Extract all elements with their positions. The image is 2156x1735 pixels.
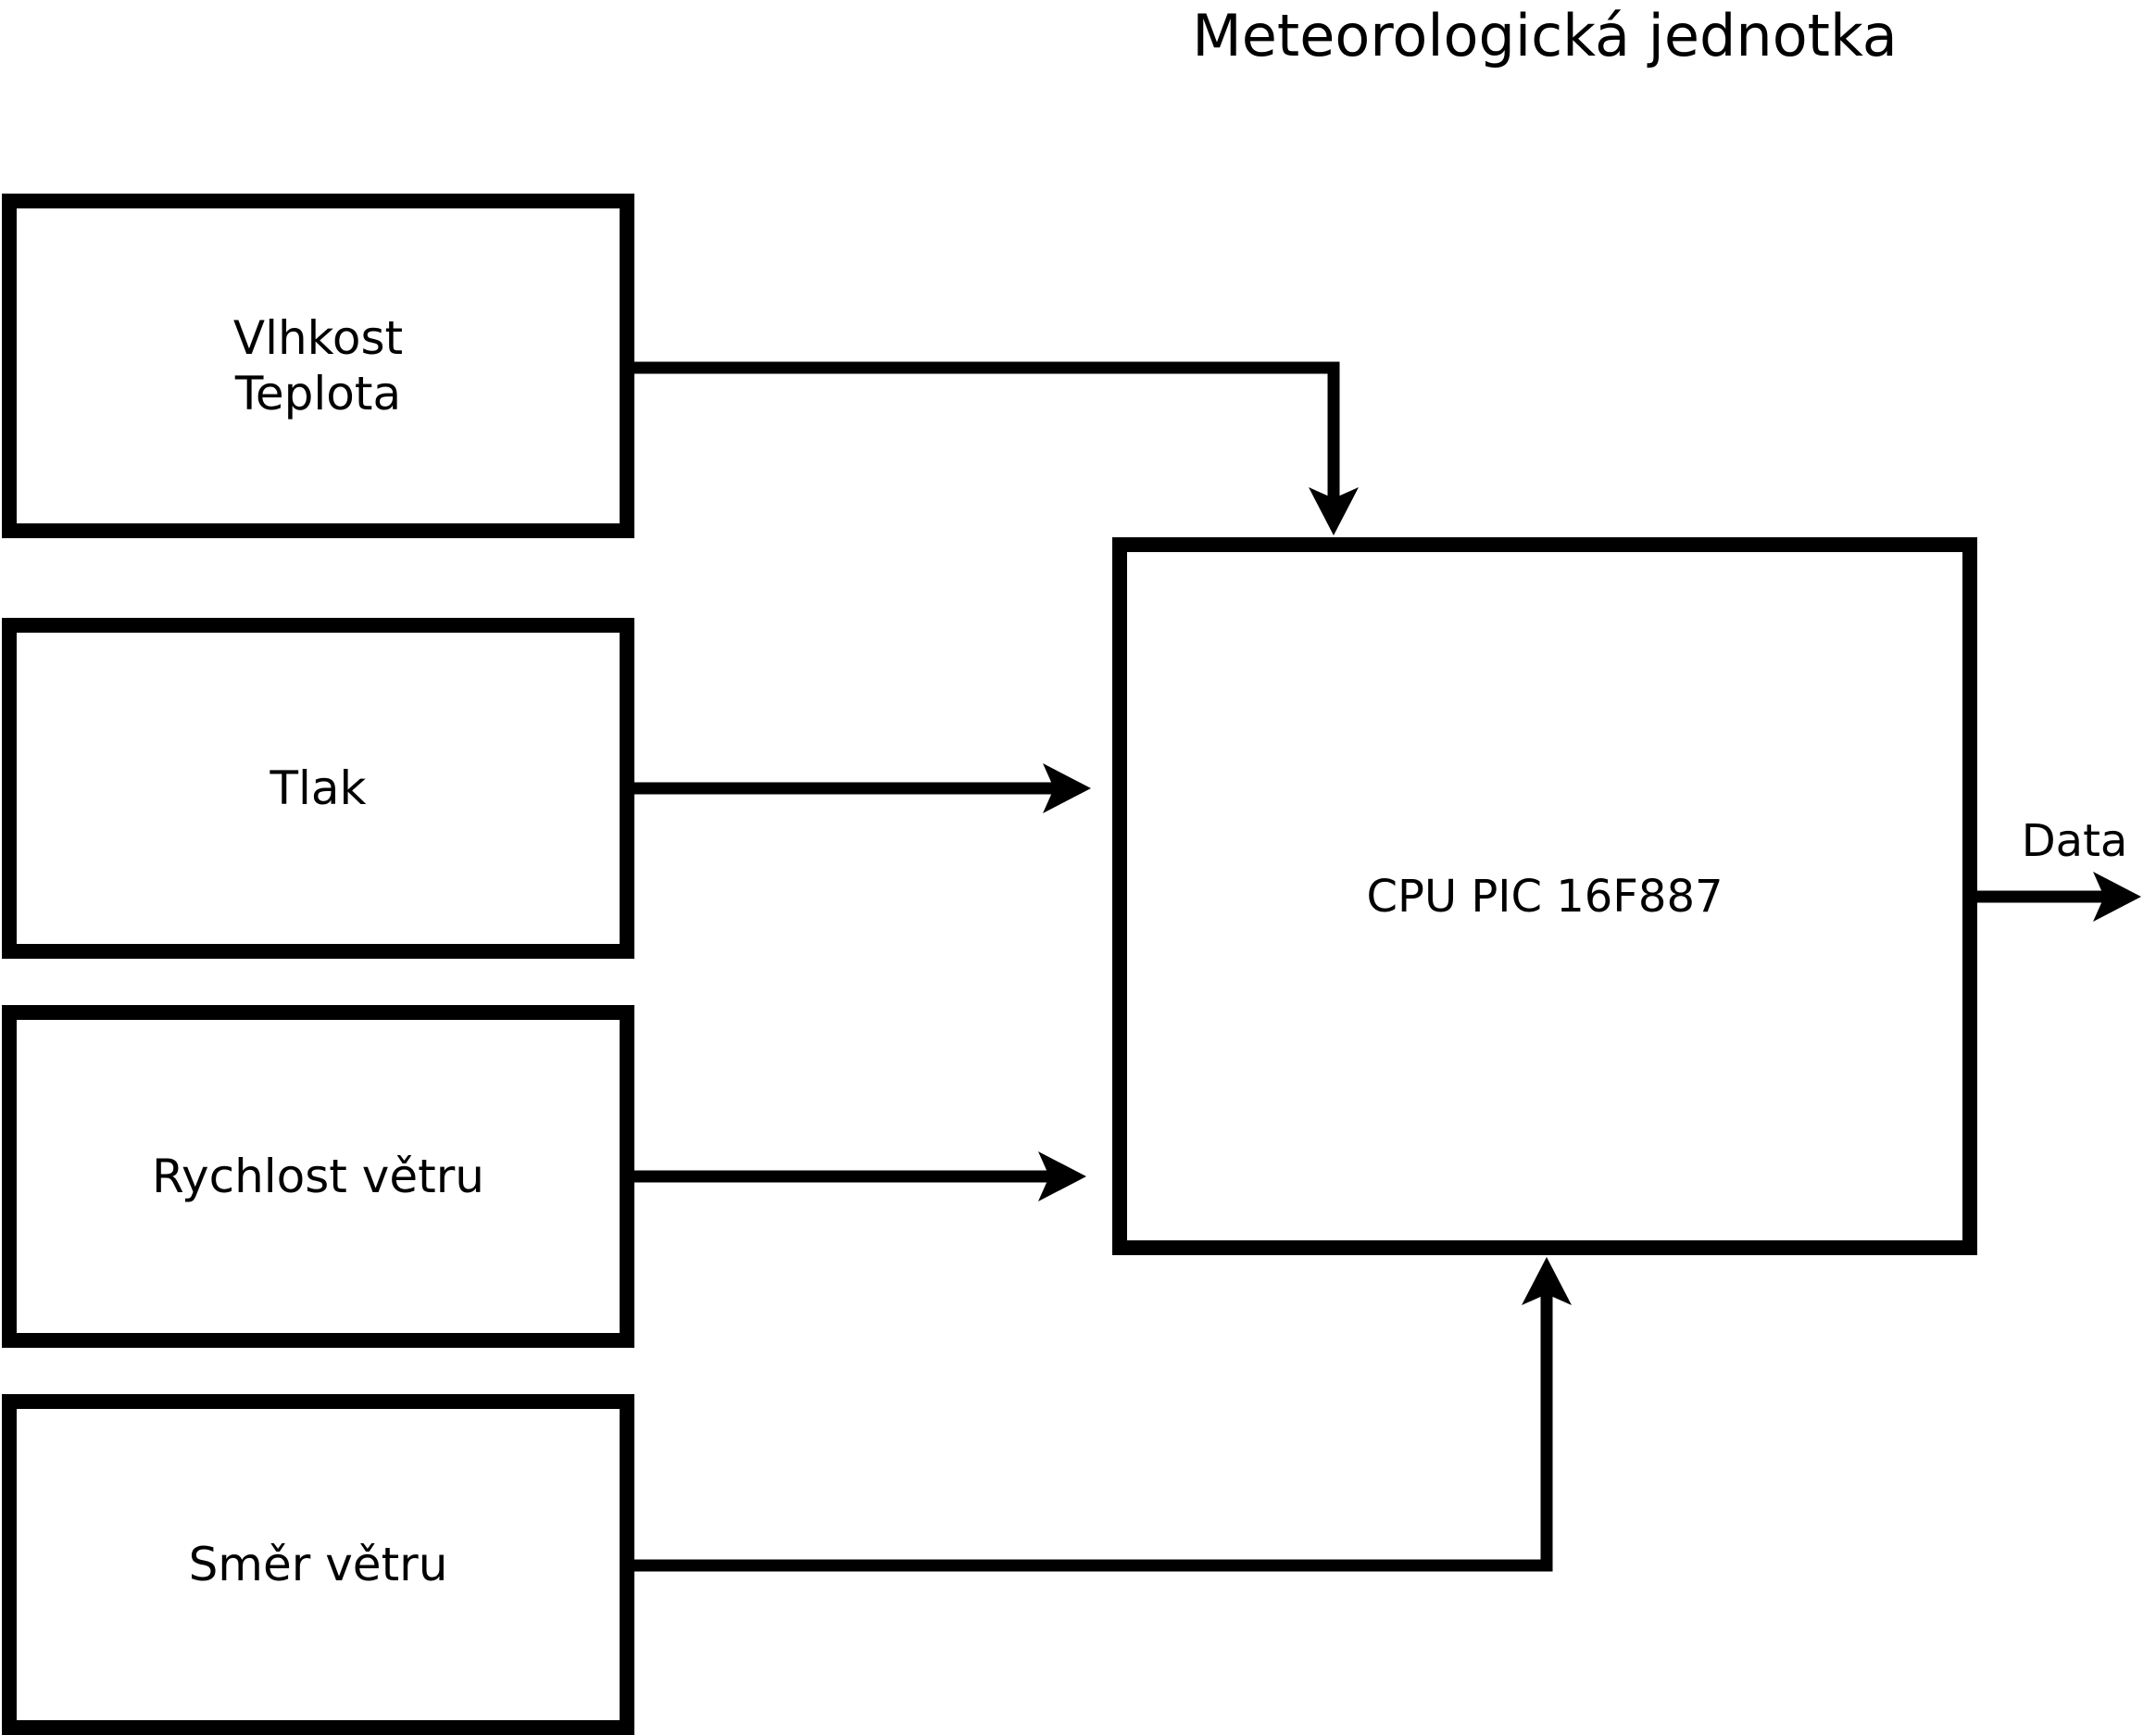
cpu-box: CPU PIC 16F887	[1112, 537, 1977, 1255]
sensor-label-rychlost-vetru: Rychlost větru	[151, 1150, 484, 1203]
sensor-label-vlhkost: Vlhkost	[232, 311, 404, 365]
sensor-label-smer-vetru: Směr větru	[188, 1538, 448, 1591]
arrow-vlhkost-to-cpu	[634, 361, 1340, 500]
diagram-title: Meteorologická jednotka	[1192, 2, 1898, 69]
arrow-smer-to-cpu	[634, 1294, 1553, 1572]
data-output-label: Data	[2021, 815, 2128, 867]
sensor-box-smer-vetru: Směr větru	[2, 1394, 634, 1735]
sensor-label-teplota: Teplota	[234, 367, 402, 421]
sensor-box-rychlost-vetru: Rychlost větru	[2, 1005, 634, 1348]
sensor-box-tlak: Tlak	[2, 618, 634, 959]
arrowhead-smer-to-cpu	[1522, 1257, 1572, 1305]
arrowhead-vlhkost-to-cpu	[1309, 487, 1359, 535]
sensor-box-vlhkost-teplota: Vlhkost Teplota	[2, 194, 634, 538]
arrowhead-tlak-to-cpu	[1043, 763, 1091, 813]
arrowhead-cpu-to-data	[2093, 872, 2141, 922]
arrowhead-rychlost-to-cpu	[1038, 1151, 1086, 1201]
sensor-label-tlak: Tlak	[270, 761, 367, 815]
cpu-label: CPU PIC 16F887	[1366, 870, 1724, 923]
